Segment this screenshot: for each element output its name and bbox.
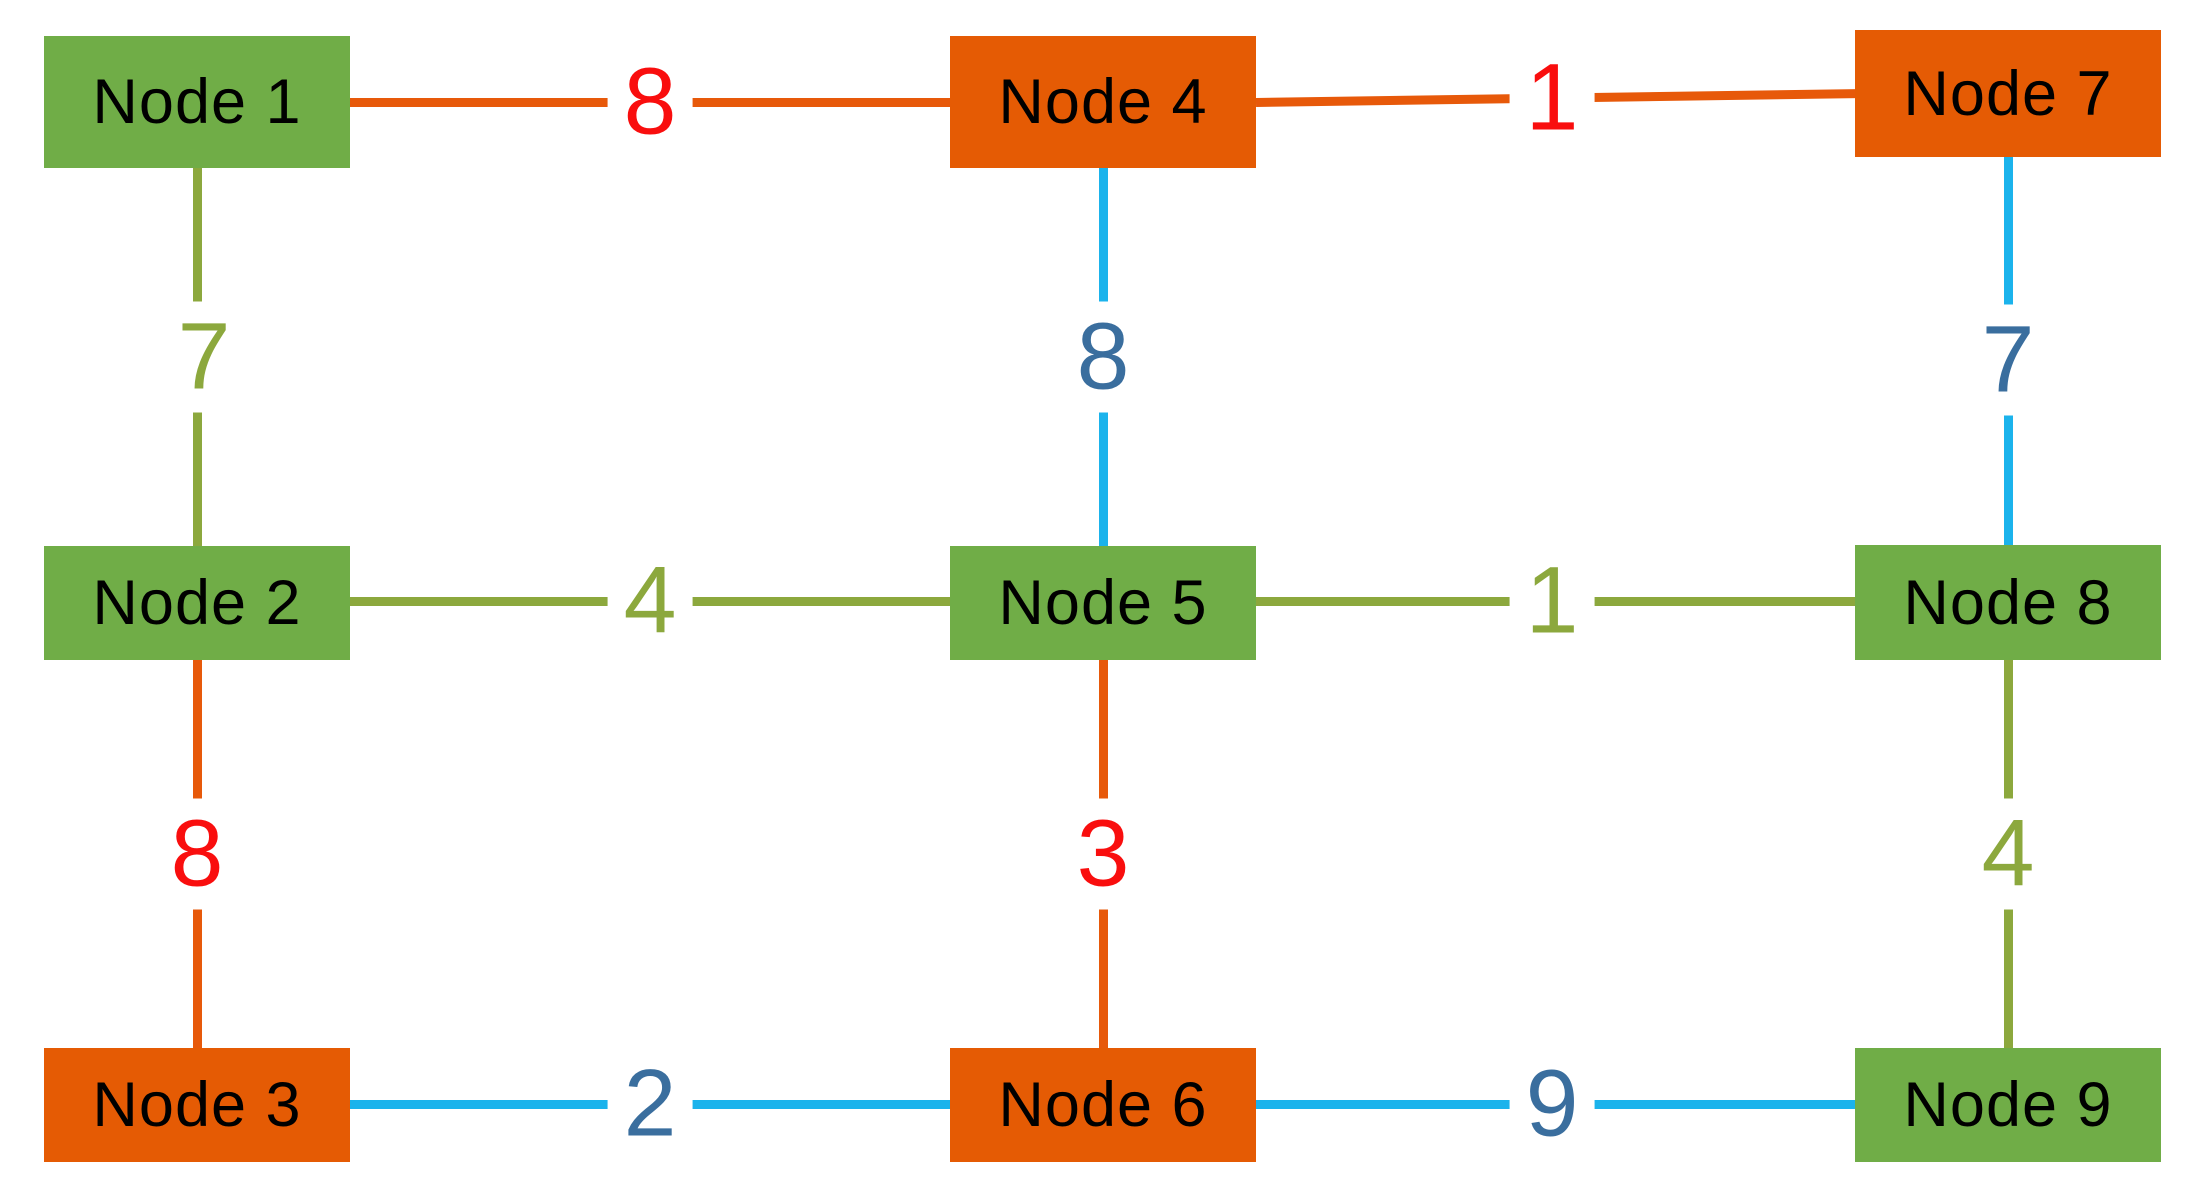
- edge-weight-node7-node8: 7: [1965, 304, 2051, 416]
- edge-weight-node1-node2: 7: [161, 301, 247, 413]
- edge-weight-node5-node8: 1: [1509, 545, 1595, 657]
- edge-weight-node4-node7: 1: [1509, 42, 1595, 154]
- node-7: Node 7: [1855, 30, 2161, 157]
- node-2: Node 2: [44, 546, 350, 660]
- edge-weight-node2-node5: 4: [607, 545, 693, 657]
- node-8: Node 8: [1855, 545, 2161, 660]
- node-3: Node 3: [44, 1048, 350, 1162]
- edge-weight-node5-node6: 3: [1060, 798, 1146, 910]
- node-4: Node 4: [950, 36, 1256, 168]
- node-5: Node 5: [950, 546, 1256, 660]
- node-1: Node 1: [44, 36, 350, 168]
- node-9: Node 9: [1855, 1048, 2161, 1162]
- edge-weight-node4-node5: 8: [1060, 301, 1146, 413]
- edge-weight-node1-node4: 8: [607, 46, 693, 158]
- edge-weight-node3-node6: 2: [607, 1048, 693, 1160]
- node-6: Node 6: [950, 1048, 1256, 1162]
- edge-weight-node8-node9: 4: [1965, 798, 2051, 910]
- edge-weight-node6-node9: 9: [1509, 1048, 1595, 1160]
- edge-weight-node2-node3: 8: [154, 798, 240, 910]
